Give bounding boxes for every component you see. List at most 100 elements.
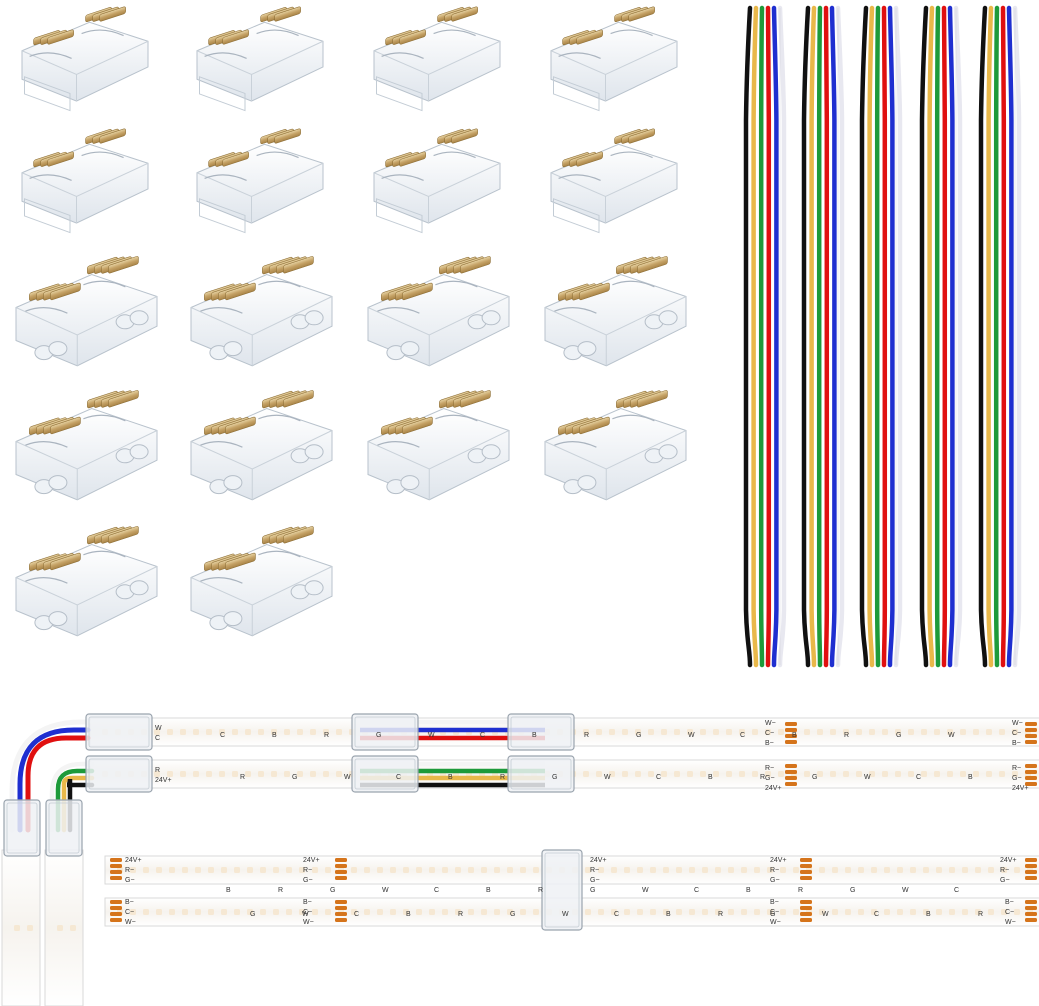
strip-pin-label: 24V+ <box>303 857 320 864</box>
strip-pin-label: G− <box>765 775 775 782</box>
solder-pad <box>1025 764 1037 768</box>
solder-pad <box>110 864 122 868</box>
solder-pad <box>800 906 812 910</box>
strip-pin-label: B− <box>1012 740 1021 747</box>
strip-pin-label: W− <box>303 919 314 926</box>
strip-pin-label: R− <box>765 765 774 772</box>
extension-cable <box>978 5 1022 668</box>
strip-pin-label: R <box>844 732 849 739</box>
connector-5pin <box>373 6 501 112</box>
connector-5pin <box>373 128 501 234</box>
strip-pin-label: G <box>510 911 515 918</box>
strip-pin-label: W <box>822 911 829 918</box>
strip-pin-label: 24V+ <box>765 785 782 792</box>
strip-pin-label: R <box>584 732 589 739</box>
strip-pin-label: 24V+ <box>1000 857 1017 864</box>
strip-pin-label: R <box>760 774 765 781</box>
strip-pin-label: B <box>666 911 671 918</box>
solder-pad <box>800 870 812 874</box>
solder-pad <box>335 900 347 904</box>
solder-pad <box>1025 900 1037 904</box>
strip-pin-label: W <box>428 732 435 739</box>
strip-pin-label: C <box>480 732 485 739</box>
solder-pad <box>785 740 797 744</box>
strip-pin-label: W <box>302 911 309 918</box>
connector-clip <box>507 755 575 793</box>
strip-pin-label: W <box>902 887 909 894</box>
strip-pin-label: C <box>916 774 921 781</box>
strip-pin-label: G <box>812 774 817 781</box>
strip-pin-label: G <box>850 887 855 894</box>
led-strip <box>1 849 41 1006</box>
solder-pad <box>800 864 812 868</box>
strip-pin-label: 24V+ <box>125 857 142 864</box>
solder-pad <box>800 900 812 904</box>
strip-pin-label: 24V+ <box>1012 785 1029 792</box>
solder-pad <box>785 782 797 786</box>
strip-pin-label: R− <box>1012 765 1021 772</box>
strip-pin-label: W <box>688 732 695 739</box>
strip-pin-label: C <box>614 911 619 918</box>
strip-pin-label: W <box>864 774 871 781</box>
strip-pin-label: G <box>376 732 381 739</box>
extension-cable <box>801 5 845 668</box>
connector-clip <box>3 799 41 857</box>
solder-pad <box>110 900 122 904</box>
connector-6pin <box>367 390 510 501</box>
strip-pin-label: R <box>978 911 983 918</box>
cable-bundle <box>743 5 1022 668</box>
solder-pad <box>785 776 797 780</box>
strip-pin-label: G− <box>125 877 135 884</box>
strip-pin-label: G− <box>770 877 780 884</box>
solder-pad <box>335 876 347 880</box>
connector-clip <box>541 849 583 931</box>
strip-pin-label: G <box>552 774 557 781</box>
solder-pad <box>1025 770 1037 774</box>
solder-pad <box>1025 734 1037 738</box>
solder-pad <box>335 870 347 874</box>
strip-pin-label: R <box>458 911 463 918</box>
strip-pin-label: B− <box>765 740 774 747</box>
strip-pin-label: B− <box>770 899 779 906</box>
strip-pin-label: R <box>500 774 505 781</box>
solder-pad <box>800 918 812 922</box>
strip-pin-label: C− <box>303 909 312 916</box>
strip-pin-label: C <box>656 774 661 781</box>
connector-6pin <box>190 390 333 501</box>
solder-pad <box>335 858 347 862</box>
solder-pad <box>110 918 122 922</box>
led-strip <box>44 849 84 1006</box>
strip-pin-label: C <box>694 887 699 894</box>
strip-pin-label: B <box>272 732 277 739</box>
connector-5pin <box>196 128 324 234</box>
strip-pin-label: W <box>604 774 611 781</box>
solder-pad <box>785 728 797 732</box>
solder-pad <box>335 918 347 922</box>
strip-pin-label: R <box>278 887 283 894</box>
strip-pin-label: R− <box>770 867 779 874</box>
solder-pad <box>110 858 122 862</box>
strip-pin-label: G <box>636 732 641 739</box>
strip-pin-label: B <box>792 732 797 739</box>
connector-6pin <box>190 256 333 367</box>
connector-5pin <box>550 128 678 234</box>
connector-6pin <box>15 526 158 637</box>
solder-pad <box>1025 740 1037 744</box>
connector-6pin <box>544 390 687 501</box>
strip-pin-label: B <box>968 774 973 781</box>
strip-pin-label: B <box>226 887 231 894</box>
solder-pad <box>800 876 812 880</box>
strip-pin-label: B <box>532 732 537 739</box>
strip-pin-label: C <box>155 735 160 742</box>
solder-pad <box>1025 722 1037 726</box>
connector-5pin <box>21 128 149 234</box>
strip-pin-label: R− <box>125 867 134 874</box>
solder-pad <box>335 864 347 868</box>
connector-6pin <box>15 256 158 367</box>
strip-pin-label: W <box>642 887 649 894</box>
strip-pin-label: C <box>396 774 401 781</box>
solder-pad <box>1025 776 1037 780</box>
connector-5pin <box>550 6 678 112</box>
strip-pin-label: R <box>240 774 245 781</box>
solder-pad <box>785 722 797 726</box>
